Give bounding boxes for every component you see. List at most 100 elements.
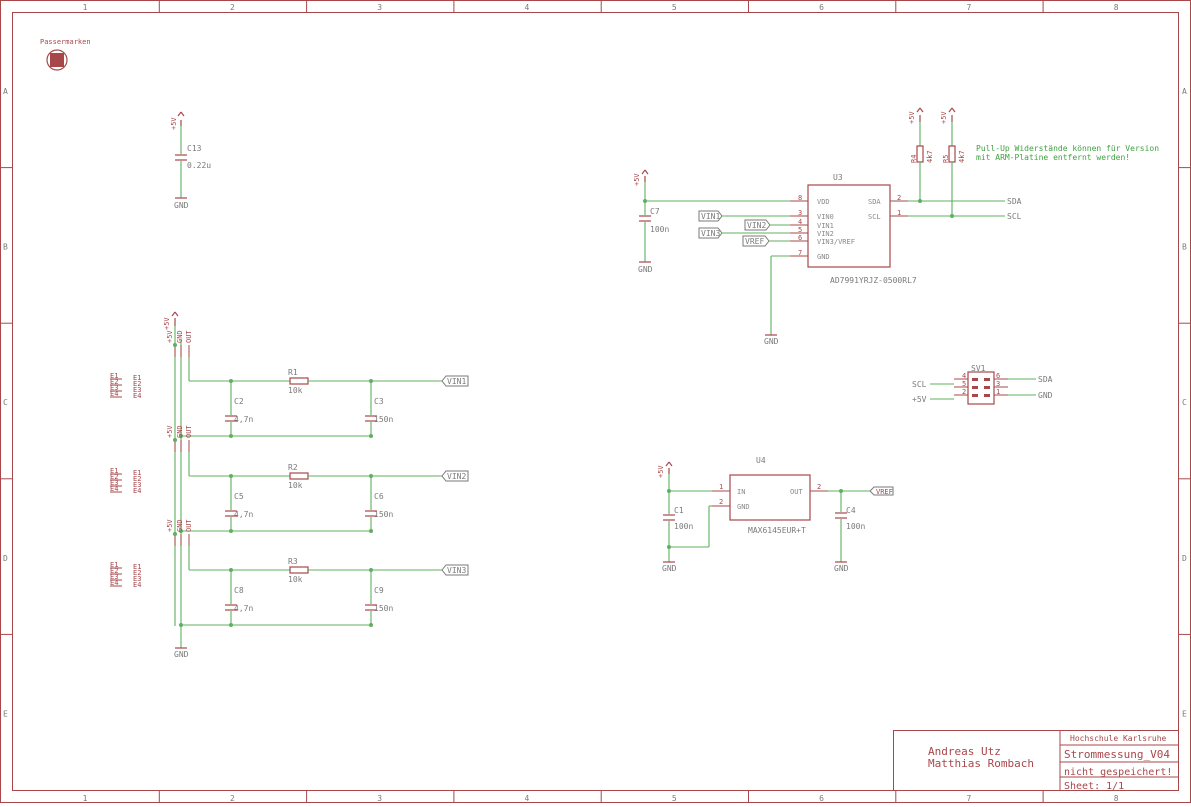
c2-value: 4,7n — [234, 415, 253, 424]
u3-pin-vin0: VIN0 — [817, 213, 834, 221]
ch2-pad-e2: E2 — [110, 473, 118, 481]
capacitor-c8[interactable]: C84,7n — [225, 568, 253, 627]
col-label-top-4: 4 — [525, 3, 530, 12]
u3-pinnum-left-5: 7 — [798, 249, 802, 257]
ch3-pad-e1: E1 — [110, 561, 118, 569]
registration-mark: Passermarken — [40, 38, 91, 71]
c9-ref: C9 — [374, 586, 384, 595]
c13-value: 0.22u — [187, 161, 211, 170]
u3-pin-vin1: VIN1 — [817, 222, 834, 230]
r4-ref: R4 — [910, 155, 918, 163]
row-label-right-A: A — [1182, 87, 1187, 96]
bus-supply-label: +5V — [163, 317, 171, 330]
ch3-pin-gnd: GND — [176, 519, 184, 532]
c7-value: 100n — [650, 225, 669, 234]
c8-value: 4,7n — [234, 604, 253, 613]
sv1-right-sda: SDA — [1038, 375, 1053, 384]
u4-supply-label: +5V — [657, 465, 665, 478]
r1-ref: R1 — [288, 368, 298, 377]
ch1-pin-gnd: GND — [176, 330, 184, 343]
flag-vin3-u3: VIN3 — [701, 229, 720, 238]
u3-ref: U3 — [833, 173, 843, 182]
u3-pin-scl: SCL — [868, 213, 881, 221]
u3-pinnum-right-1: 1 — [897, 209, 901, 217]
u3-pin-vin2: VIN2 — [817, 230, 834, 238]
ch1-pin-out: OUT — [185, 330, 193, 343]
c4-value: 100n — [846, 522, 865, 531]
capacitor-c13[interactable]: +5V GND C13 0.22u — [170, 111, 211, 210]
title-block: Hochschule Karlsruhe Andreas Utz Matthia… — [893, 730, 1179, 792]
r3-value: 10k — [288, 575, 303, 584]
c7-ref: C7 — [650, 207, 660, 216]
ch2-pad-e4: E4 — [110, 485, 118, 493]
u4-pinnum-3: 2 — [817, 483, 821, 491]
title-school: Hochschule Karlsruhe — [1070, 734, 1167, 743]
c9-value: 150n — [374, 604, 393, 613]
col-label-top-1: 1 — [83, 3, 88, 12]
col-label-top-2: 2 — [230, 3, 235, 12]
col-label-bottom-6: 6 — [819, 794, 824, 803]
u3-value: AD7991YRJZ-0500RL7 — [830, 276, 917, 285]
sv1-left-scl: SCL — [912, 380, 927, 389]
capacitor-c2[interactable]: C2 4,7n — [225, 379, 253, 438]
title-sheet: Sheet: 1/1 — [1064, 781, 1124, 792]
flag-vin2-u3: VIN2 — [747, 221, 766, 230]
ic-u4[interactable]: U4 MAX6145EUR+T IN GND OUT 1 2 2 — [712, 456, 828, 535]
u4-pinnum-2: 2 — [719, 498, 723, 506]
r5-value: 4k7 — [958, 150, 966, 163]
r4-value: 4k7 — [926, 150, 934, 163]
i2c-bus: SDA SCL — [908, 197, 1022, 221]
u3-supply-label: +5V — [633, 173, 641, 186]
bus-gnd-label: GND — [174, 650, 189, 659]
c3-value: 150n — [374, 415, 393, 424]
c13-supply-label: +5V — [170, 117, 178, 130]
note-line-1: Pull-Up Widerstände können für Version — [976, 144, 1159, 153]
sv1-right-gnd: GND — [1038, 391, 1053, 400]
flag-vref-u4: VREF — [876, 488, 893, 496]
capacitor-c5[interactable]: C54,7n — [225, 474, 253, 533]
col-label-top-6: 6 — [819, 3, 824, 12]
title-status: nicht gespeichert! — [1064, 767, 1172, 778]
col-label-bottom-1: 1 — [83, 794, 88, 803]
r4-supply: +5V — [908, 111, 916, 124]
sv1-ref: SV1 — [971, 364, 986, 373]
capacitor-c9[interactable]: C9 150n — [365, 568, 393, 627]
col-label-bottom-5: 5 — [672, 794, 677, 803]
resistor-r5[interactable]: +5V R5 4k7 — [940, 107, 966, 216]
connector-sv1[interactable]: SV1 SCL +5V SDA GND 4 5 2 6 3 1 — [912, 364, 1053, 405]
flag-vin1-channel: VIN1 — [447, 377, 466, 386]
u4-pin-out: OUT — [790, 488, 803, 496]
ch2-label-e3: E3 — [133, 481, 141, 489]
capacitor-c7[interactable]: +5V GND C7 100n — [633, 169, 790, 274]
r2-value: 10k — [288, 481, 303, 490]
row-label-right-B: B — [1182, 243, 1187, 252]
ch3-pad-e3: E3 — [110, 573, 118, 581]
u3-pinnum-left-0: 8 — [798, 194, 802, 202]
resistor-r4[interactable]: +5V R4 4k7 — [908, 107, 934, 201]
pullup-note: Pull-Up Widerstände können für Version m… — [976, 144, 1159, 162]
u4-gnd-label: GND — [662, 564, 677, 573]
ch1-label-e1: E1 — [133, 374, 141, 382]
sv1-pin-5a: 5 — [962, 380, 966, 388]
row-label-right-D: D — [1182, 554, 1187, 563]
ic-u3[interactable]: U3 AD7991YRJZ-0500RL7 VDD8VIN03VIN14VIN2… — [790, 173, 917, 285]
c2-ref: C2 — [234, 397, 244, 406]
sv1-pin-2: 2 — [962, 388, 966, 396]
sv1-pin-6: 6 — [996, 372, 1000, 380]
title-author-2: Matthias Rombach — [928, 757, 1034, 770]
flag-vin2-channel: VIN2 — [447, 472, 466, 481]
title-project: Strommessung_V04 — [1064, 748, 1170, 761]
c4-ref: C4 — [846, 506, 856, 515]
col-label-bottom-8: 8 — [1114, 794, 1119, 803]
ch1-label-e2: E2 — [133, 380, 141, 388]
u4-wiring: +5V GND C1 100n VREF GND C4 100n — [657, 461, 894, 573]
c13-gnd-label: GND — [174, 201, 189, 210]
ch2-label-e2: E2 — [133, 475, 141, 483]
u3-pin-gnd: GND — [817, 253, 830, 261]
